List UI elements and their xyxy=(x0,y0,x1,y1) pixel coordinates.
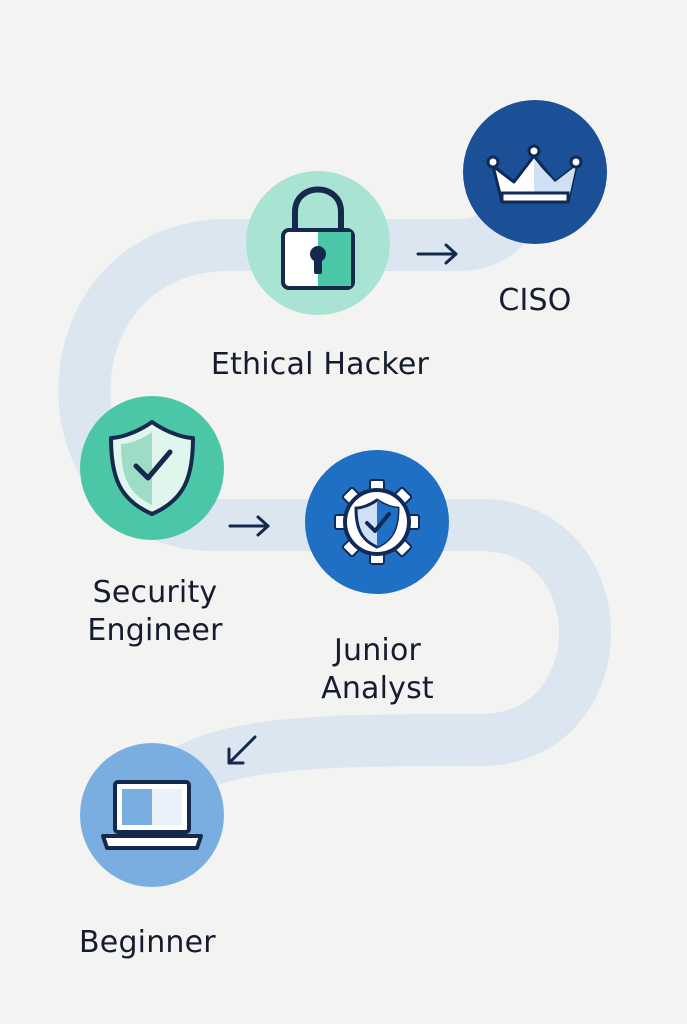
stage-label-security-engineer-line-2: Engineer xyxy=(87,613,223,648)
stage-label-ciso: CISO xyxy=(470,282,600,320)
career-path-road xyxy=(58,144,611,841)
stage-node-ethical-hacker xyxy=(246,171,390,315)
gear-shield-icon xyxy=(334,479,420,565)
stage-label-junior-analyst-line-2: Analyst xyxy=(321,671,434,706)
shield-check-icon xyxy=(109,420,195,516)
arrow-down-left-icon xyxy=(227,735,257,765)
stage-node-junior-analyst xyxy=(305,450,449,594)
stage-label-security-engineer-line-1: Security xyxy=(92,575,218,610)
stage-node-security-engineer xyxy=(80,396,224,540)
stage-label-ethical-hacker-line: Ethical Hacker xyxy=(210,347,430,382)
stage-node-ciso xyxy=(463,100,607,244)
laptop-icon xyxy=(101,780,203,850)
stage-label-security-engineer: Security Engineer xyxy=(60,574,250,650)
stage-label-ethical-hacker: Ethical Hacker xyxy=(190,346,450,384)
stage-label-junior-analyst-line-1: Junior xyxy=(333,633,422,668)
stage-label-ciso-line: CISO xyxy=(498,283,572,318)
crown-icon xyxy=(486,144,583,204)
arrow-right-icon xyxy=(416,243,458,265)
stage-node-beginner xyxy=(80,743,224,887)
stage-label-junior-analyst: Junior Analyst xyxy=(295,632,460,708)
stage-label-beginner: Beginner xyxy=(79,924,279,962)
arrow-right-icon xyxy=(228,515,270,537)
stage-label-beginner-line: Beginner xyxy=(79,925,216,960)
padlock-icon xyxy=(281,186,355,290)
